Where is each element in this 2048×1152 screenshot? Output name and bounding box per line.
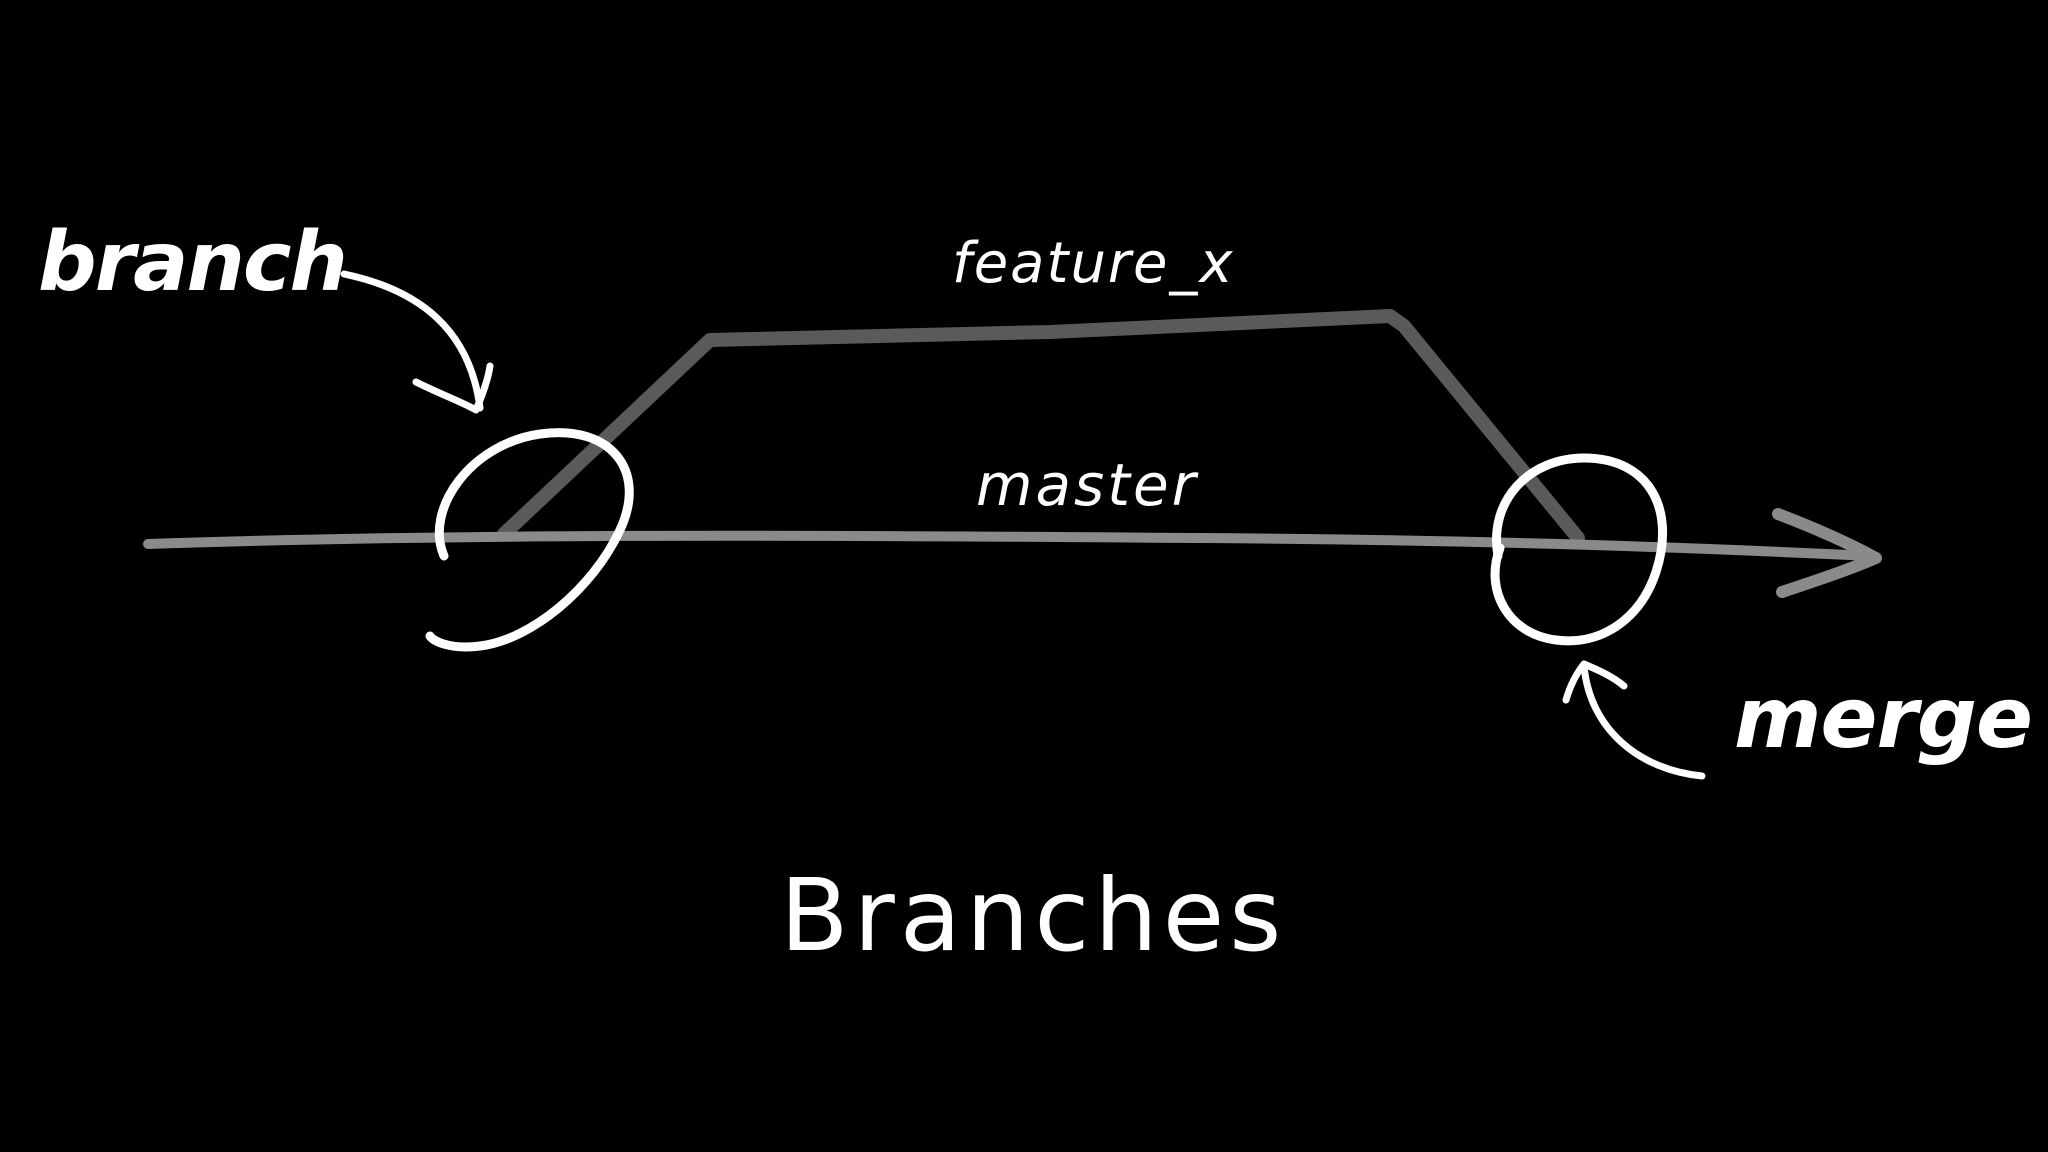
feature-branch-label: feature_x	[952, 231, 1235, 296]
branch-pointer-arrowhead-icon	[412, 362, 494, 414]
merge-label: merge	[1734, 669, 2033, 767]
merge-commit-circle	[1490, 453, 1668, 646]
merge-pointer-arrowhead-icon	[1562, 660, 1628, 704]
feature-branch-line	[497, 309, 1585, 545]
merge-pointer-arrow-icon	[1580, 662, 1706, 780]
branch-label: branch	[38, 215, 348, 310]
diagram-title: Branches	[780, 857, 1287, 974]
master-arrowhead-icon	[1772, 508, 1882, 598]
branch-commit-circle	[425, 428, 634, 652]
master-branch-line	[143, 530, 1877, 561]
branch-pointer-arrow-icon	[340, 270, 484, 412]
master-branch-label: master	[976, 451, 1199, 519]
